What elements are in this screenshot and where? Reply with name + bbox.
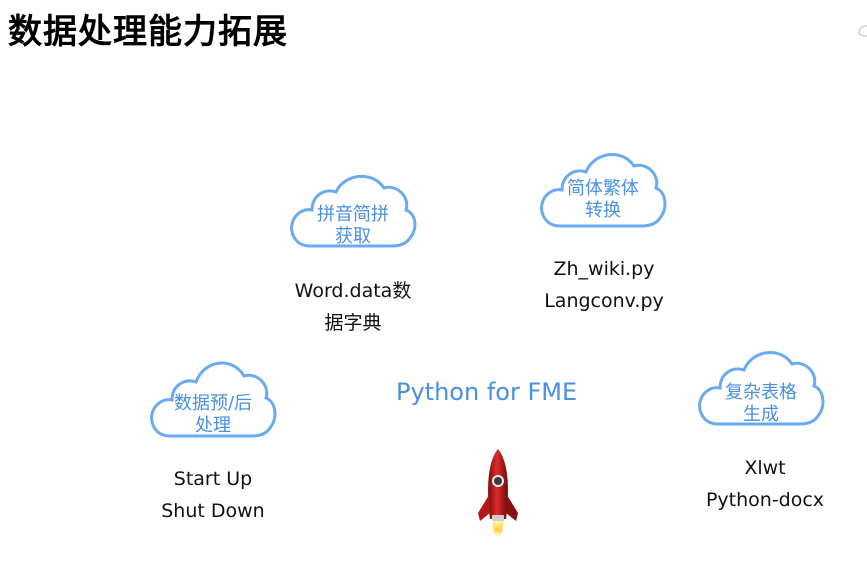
- cloud-line-1: 拼音简拼: [317, 204, 389, 225]
- cloud-line-1: 数据预/后: [173, 393, 253, 414]
- note-line-2: 据字典: [324, 312, 382, 334]
- note-python-files: Zh_wiki.py Langconv.py: [534, 253, 674, 317]
- note-line-1: Start Up: [173, 468, 253, 490]
- note-startup-shutdown: Start Up Shut Down: [143, 463, 283, 527]
- note-line-2: Shut Down: [161, 500, 265, 522]
- cloud-line-2: 处理: [195, 415, 231, 436]
- note-line-1: Xlwt: [744, 457, 786, 479]
- cloud-icon: [290, 174, 417, 248]
- cloud-icon: [150, 361, 277, 438]
- cloud-pinyin: 拼音简拼 获取: [288, 168, 418, 248]
- cloud-icon: [698, 351, 825, 426]
- note-line-2: Python-docx: [705, 489, 825, 511]
- cloud-line-1: 复杂表格: [725, 382, 797, 403]
- corner-mark-icon: [858, 25, 867, 37]
- center-label: Python for FME: [396, 378, 578, 406]
- cloud-pre-post-processing: 数据预/后 处理: [148, 352, 278, 438]
- cloud-icon: [540, 153, 667, 228]
- note-table-libraries: Xlwt Python-docx: [694, 452, 836, 516]
- cloud-line-2: 获取: [335, 226, 371, 247]
- note-line-2: Langconv.py: [544, 290, 664, 312]
- note-line-1: Word.data数: [294, 280, 412, 302]
- rocket-icon: [478, 449, 518, 540]
- cloud-line-1: 简体繁体: [567, 178, 639, 199]
- cloud-complex-table: 复杂表格 生成: [696, 342, 826, 426]
- cloud-line-2: 转换: [585, 200, 621, 221]
- note-line-1: Zh_wiki.py: [553, 258, 655, 280]
- cloud-simplified-traditional: 简体繁体 转换: [538, 144, 668, 228]
- page-title: 数据处理能力拓展: [8, 12, 288, 52]
- cloud-line-2: 生成: [743, 404, 779, 425]
- note-word-data-dictionary: Word.data数 据字典: [283, 275, 423, 339]
